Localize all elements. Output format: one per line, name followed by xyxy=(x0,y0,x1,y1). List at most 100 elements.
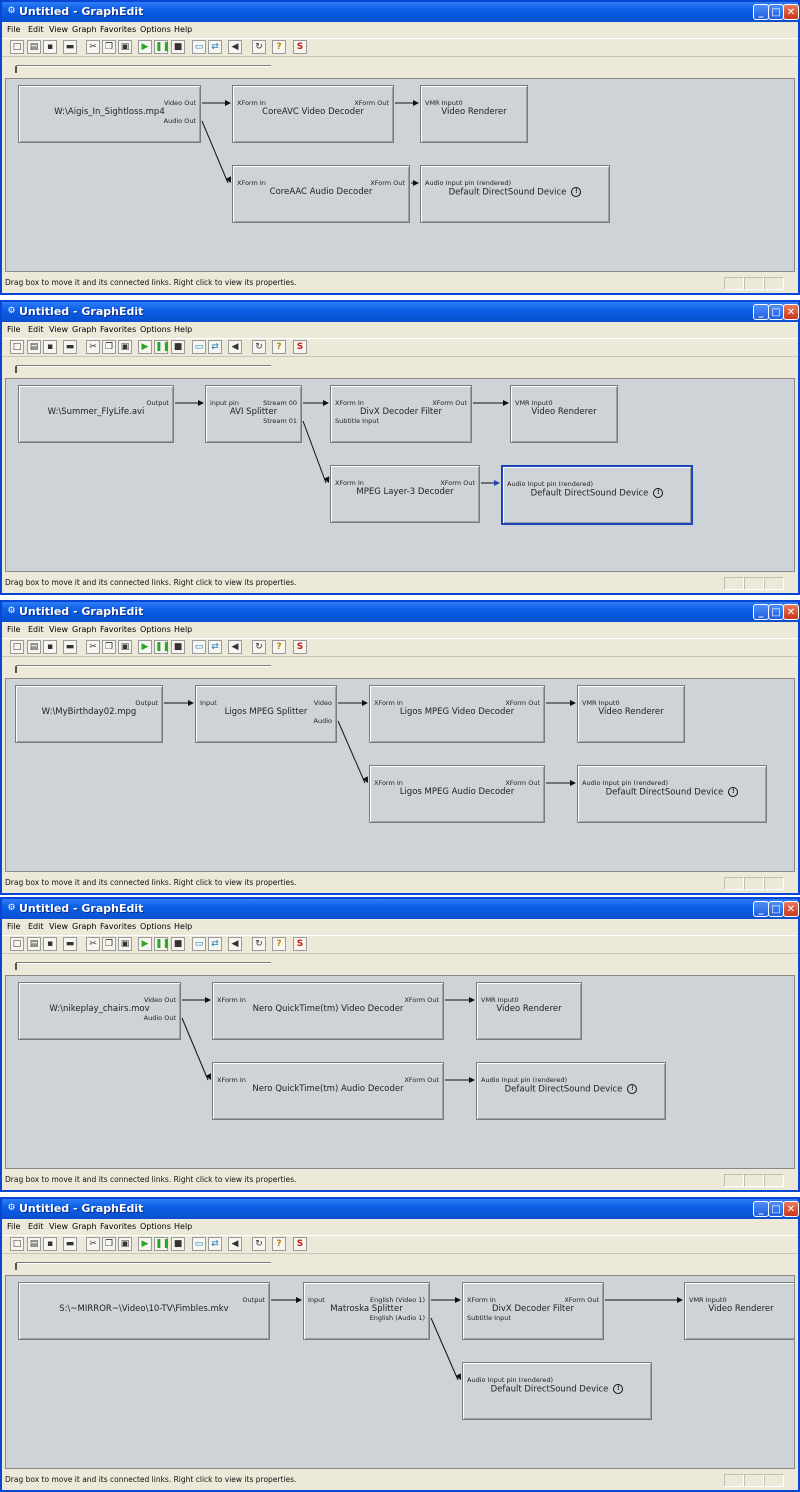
cut-button[interactable]: ✂ xyxy=(86,937,100,951)
cut-button[interactable]: ✂ xyxy=(86,340,100,354)
output-pin[interactable]: XForm Out xyxy=(564,1296,599,1304)
copy-button[interactable]: ❐ xyxy=(102,937,116,951)
play-button[interactable]: ▶ xyxy=(138,640,152,654)
copy-button[interactable]: ❐ xyxy=(102,640,116,654)
input-pin[interactable]: input pin xyxy=(210,399,239,407)
save-button[interactable]: ▪ xyxy=(43,40,57,54)
copy-button[interactable]: ❐ xyxy=(102,40,116,54)
new-button[interactable]: □ xyxy=(10,1237,24,1251)
save-button[interactable]: ▪ xyxy=(43,640,57,654)
output-pin[interactable]: Output xyxy=(135,699,158,707)
input-pin[interactable]: VMR Input0 xyxy=(689,1296,727,1304)
input-pin[interactable]: Audio Input pin (rendered) xyxy=(467,1376,554,1384)
output-pin[interactable]: XForm Out xyxy=(440,479,475,487)
seek-bar[interactable] xyxy=(2,953,798,976)
input-pin[interactable]: XForm In xyxy=(217,1076,246,1084)
copy-button[interactable]: ❐ xyxy=(102,340,116,354)
print-button[interactable]: ▬ xyxy=(63,937,77,951)
menu-view[interactable]: View xyxy=(49,922,68,931)
open-button[interactable]: ▤ xyxy=(27,40,41,54)
output-pin[interactable]: Video Out xyxy=(143,996,176,1004)
menu-graph[interactable]: Graph xyxy=(72,625,97,634)
menu-file[interactable]: File xyxy=(7,625,21,634)
open-button[interactable]: ▤ xyxy=(27,340,41,354)
print-button[interactable]: ▬ xyxy=(63,640,77,654)
menu-favorites[interactable]: Favorites xyxy=(100,25,137,34)
menu-edit[interactable]: Edit xyxy=(28,625,44,634)
menu-file[interactable]: File xyxy=(7,325,21,334)
input-pin[interactable]: Input xyxy=(308,1296,325,1304)
seek-button[interactable]: S xyxy=(293,340,307,354)
output-pin[interactable]: XForm Out xyxy=(432,399,467,407)
print-button[interactable]: ▬ xyxy=(63,40,77,54)
minimize-button[interactable]: _ xyxy=(753,604,769,620)
input-pin[interactable]: XForm In xyxy=(217,996,246,1004)
filter-box[interactable]: Default DirectSound Device!Audio Input p… xyxy=(462,1362,652,1420)
menu-file[interactable]: File xyxy=(7,1222,21,1231)
output-pin[interactable]: English (Video 1) xyxy=(369,1296,425,1304)
minimize-button[interactable]: _ xyxy=(753,4,769,20)
open-button[interactable]: ▤ xyxy=(27,1237,41,1251)
connect-button[interactable]: ⇄ xyxy=(208,1237,222,1251)
menu-graph[interactable]: Graph xyxy=(72,922,97,931)
cut-button[interactable]: ✂ xyxy=(86,40,100,54)
seek-button[interactable]: S xyxy=(293,640,307,654)
menu-view[interactable]: View xyxy=(49,1222,68,1231)
stop-button[interactable]: ■ xyxy=(171,640,185,654)
new-button[interactable]: □ xyxy=(10,640,24,654)
seek-thumb[interactable] xyxy=(15,963,17,970)
output-pin[interactable]: Output xyxy=(242,1296,265,1304)
output-pin[interactable]: Audio Out xyxy=(163,117,196,125)
menu-options[interactable]: Options xyxy=(140,1222,171,1231)
seek-bar[interactable] xyxy=(2,656,798,679)
output-pin[interactable]: XForm Out xyxy=(354,99,389,107)
save-button[interactable]: ▪ xyxy=(43,937,57,951)
help-button[interactable]: ? xyxy=(272,640,286,654)
output-pin[interactable]: XForm Out xyxy=(404,996,439,1004)
copy-button[interactable]: ❐ xyxy=(102,1237,116,1251)
play-button[interactable]: ▶ xyxy=(138,937,152,951)
maximize-button[interactable]: □ xyxy=(768,901,784,917)
input-pin[interactable]: Audio Input pin (rendered) xyxy=(582,779,669,787)
paste-button[interactable]: ▣ xyxy=(118,40,132,54)
seek-thumb[interactable] xyxy=(15,1263,17,1270)
input-pin[interactable]: VMR Input0 xyxy=(425,99,463,107)
open-button[interactable]: ▤ xyxy=(27,937,41,951)
menu-view[interactable]: View xyxy=(49,325,68,334)
filter-box[interactable]: Default DirectSound Device!Audio Input p… xyxy=(476,1062,666,1120)
menu-edit[interactable]: Edit xyxy=(28,25,44,34)
cut-button[interactable]: ✂ xyxy=(86,640,100,654)
menu-options[interactable]: Options xyxy=(140,922,171,931)
output-pin[interactable]: XForm Out xyxy=(505,779,540,787)
refresh-button[interactable]: ↻ xyxy=(252,40,266,54)
filter-button[interactable]: ▭ xyxy=(192,640,206,654)
cut-button[interactable]: ✂ xyxy=(86,1237,100,1251)
help-button[interactable]: ? xyxy=(272,340,286,354)
stop-button[interactable]: ■ xyxy=(171,340,185,354)
mute-button[interactable]: ◀ xyxy=(228,1237,242,1251)
menu-options[interactable]: Options xyxy=(140,25,171,34)
menu-edit[interactable]: Edit xyxy=(28,1222,44,1231)
connect-button[interactable]: ⇄ xyxy=(208,40,222,54)
menu-view[interactable]: View xyxy=(49,625,68,634)
output-pin[interactable]: Stream 01 xyxy=(263,417,297,425)
open-button[interactable]: ▤ xyxy=(27,640,41,654)
menu-help[interactable]: Help xyxy=(174,922,193,931)
menu-file[interactable]: File xyxy=(7,922,21,931)
new-button[interactable]: □ xyxy=(10,340,24,354)
menu-help[interactable]: Help xyxy=(174,625,193,634)
refresh-button[interactable]: ↻ xyxy=(252,340,266,354)
close-button[interactable]: ✕ xyxy=(783,1201,799,1217)
